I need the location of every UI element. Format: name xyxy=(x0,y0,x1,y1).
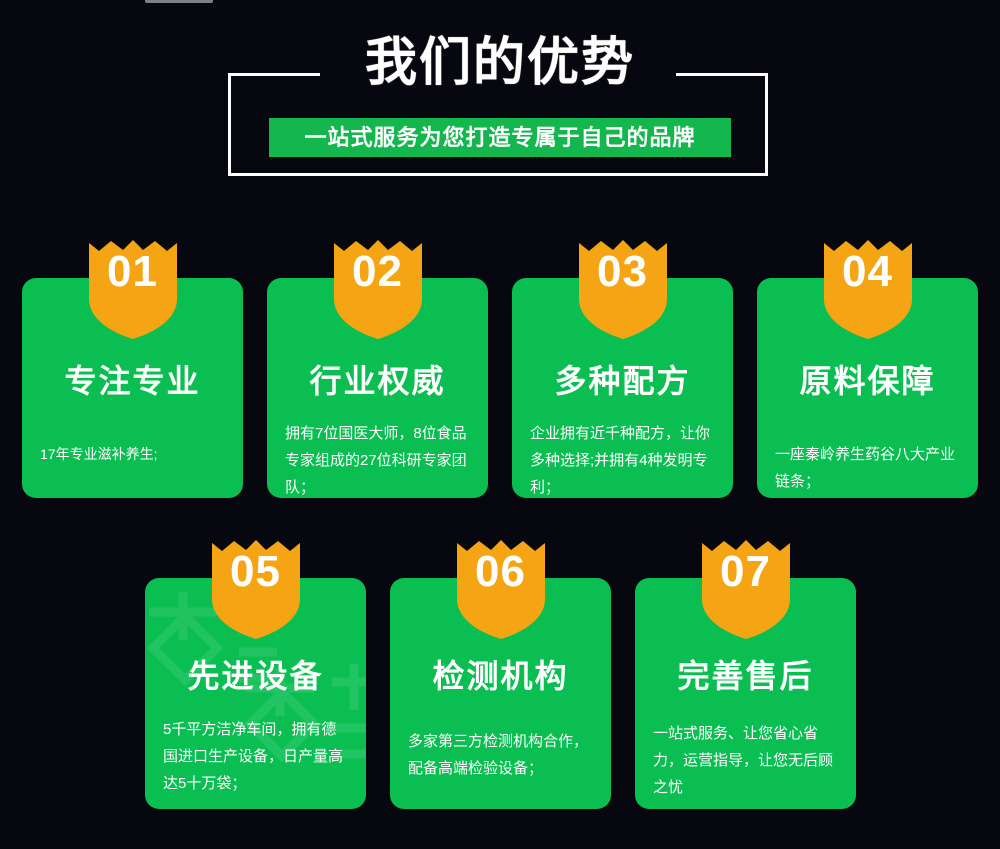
advantage-card[interactable]: 先进设备 5千平方洁净车间，拥有德国进口生产设备，日产量高达5十万袋； 05 xyxy=(145,537,366,809)
advantage-card-title: 多种配方 xyxy=(554,363,691,399)
advantage-card-description: 一站式服务、让您省心省力，运营指导，让您无后顾之忧 xyxy=(653,725,834,796)
advantage-card-number: 03 xyxy=(597,247,648,296)
advantage-row-bottom: 先进设备 5千平方洁净车间，拥有德国进口生产设备，日产量高达5十万袋； 05 检… xyxy=(145,537,856,809)
advantage-row-top: 专注专业 17年专业滋补养生; 01 行业权威 拥有7位国医大师，8位食品专家组… xyxy=(22,237,978,498)
shield-badge-icon: 07 xyxy=(698,537,794,641)
shield-badge-icon: 04 xyxy=(820,237,916,341)
advantage-card-number: 05 xyxy=(230,547,281,596)
advantage-card-description: 拥有7位国医大师，8位食品专家组成的27位科研专家团队； xyxy=(285,425,467,496)
header-subtitle-banner: 一站式服务为您打造专属于自己的品牌 xyxy=(269,118,731,157)
advantage-card-title: 行业权威 xyxy=(309,363,446,399)
advantage-card-description: 5千平方洁净车间，拥有德国进口生产设备，日产量高达5十万袋； xyxy=(163,721,344,792)
shield-badge-icon: 05 xyxy=(208,537,304,641)
advantage-card-description: 多家第三方检测机构合作，配备高端检验设备； xyxy=(408,733,589,777)
top-edge-sliver xyxy=(145,0,213,3)
advantage-card-title: 原料保障 xyxy=(799,363,936,399)
advantage-card-number: 07 xyxy=(720,547,771,596)
shield-badge-icon: 01 xyxy=(85,237,181,341)
advantage-card-title: 检测机构 xyxy=(432,658,569,694)
advantage-card-title: 完善售后 xyxy=(677,658,814,694)
advantage-card[interactable]: 专注专业 17年专业滋补养生; 01 xyxy=(22,237,243,498)
advantage-card-number: 02 xyxy=(352,247,403,296)
advantage-card[interactable]: 行业权威 拥有7位国医大师，8位食品专家组成的27位科研专家团队； 02 xyxy=(267,237,488,498)
advantage-card-number: 06 xyxy=(475,547,526,596)
advantage-card-number: 01 xyxy=(107,247,158,296)
advantage-card-description: 企业拥有近千种配方，让你多种选择;并拥有4种发明专利； xyxy=(530,425,711,496)
advantage-card[interactable]: 原料保障 一座秦岭养生药谷八大产业链条； 04 xyxy=(757,237,978,498)
header-frame-decoration xyxy=(228,73,768,176)
shield-badge-icon: 03 xyxy=(575,237,671,341)
shield-badge-icon: 06 xyxy=(453,537,549,641)
advantage-card[interactable]: 完善售后 一站式服务、让您省心省力，运营指导，让您无后顾之忧 07 xyxy=(635,537,856,809)
header-subtitle-text: 一站式服务为您打造专属于自己的品牌 xyxy=(304,124,696,150)
advantage-card-body: 行业权威 拥有7位国医大师，8位食品专家组成的27位科研专家团队； xyxy=(267,278,488,498)
advantage-card-description: 一座秦岭养生药谷八大产业链条； xyxy=(775,446,956,490)
advantage-card-title: 先进设备 xyxy=(187,658,324,694)
advantage-card-title: 专注专业 xyxy=(64,363,201,399)
shield-badge-icon: 02 xyxy=(330,237,426,341)
advantage-card[interactable]: 多种配方 企业拥有近千种配方，让你多种选择;并拥有4种发明专利； 03 xyxy=(512,237,733,498)
page-title: 我们的优势 xyxy=(364,34,635,92)
advantage-card[interactable]: 检测机构 多家第三方检测机构合作，配备高端检验设备； 06 xyxy=(390,537,611,809)
advantage-card-description: 17年专业滋补养生; xyxy=(40,446,158,462)
section-header: 我们的优势 一站式服务为您打造专属于自己的品牌 xyxy=(0,0,1000,200)
advantage-card-number: 04 xyxy=(842,247,893,296)
